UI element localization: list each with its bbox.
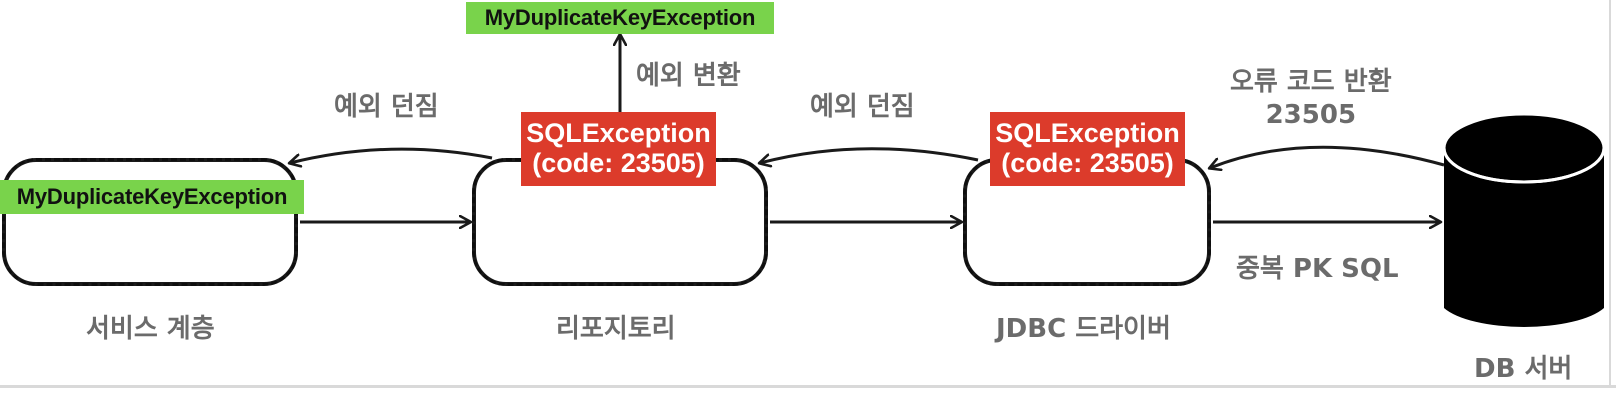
right-divider <box>1609 0 1611 386</box>
duplicate-pk-sql-label: 중복 PK SQL <box>1236 254 1399 284</box>
throw-arrow-to-repository <box>760 147 979 163</box>
repository-label: 리포지토리 <box>556 314 676 344</box>
service-layer-box <box>2 158 298 286</box>
service-layer-label: 서비스 계층 <box>86 314 215 344</box>
return-code-value: 23505 <box>1265 99 1357 130</box>
service-exception-tag: MyDuplicateKeyException <box>0 180 304 214</box>
jdbc-driver-label: JDBC 드라이버 <box>996 314 1171 344</box>
throw-label-left: 예외 던짐 <box>334 92 439 122</box>
sql-exception-name: SQLException <box>995 118 1180 149</box>
convert-label: 예외 변환 <box>636 61 741 91</box>
throw-arrow-to-service <box>290 147 493 163</box>
jdbc-sql-exception-tag: SQLException (code: 23505) <box>990 112 1185 186</box>
return-code-arrow <box>1210 145 1445 168</box>
db-cylinder-icon <box>1442 112 1606 327</box>
converted-exception-tag: MyDuplicateKeyException <box>466 2 774 34</box>
return-code-text: 오류 코드 반환 <box>1230 67 1392 97</box>
bottom-divider <box>0 385 1616 388</box>
sql-exception-name: SQLException <box>526 118 711 149</box>
sql-exception-code: (code: 23505) <box>1001 148 1174 178</box>
sql-exception-code: (code: 23505) <box>532 148 705 178</box>
return-code-label: 오류 코드 반환 23505 <box>1230 66 1392 131</box>
db-server-label: DB 서버 <box>1474 354 1573 384</box>
throw-label-mid: 예외 던짐 <box>810 92 915 122</box>
repository-sql-exception-tag: SQLException (code: 23505) <box>521 112 716 186</box>
